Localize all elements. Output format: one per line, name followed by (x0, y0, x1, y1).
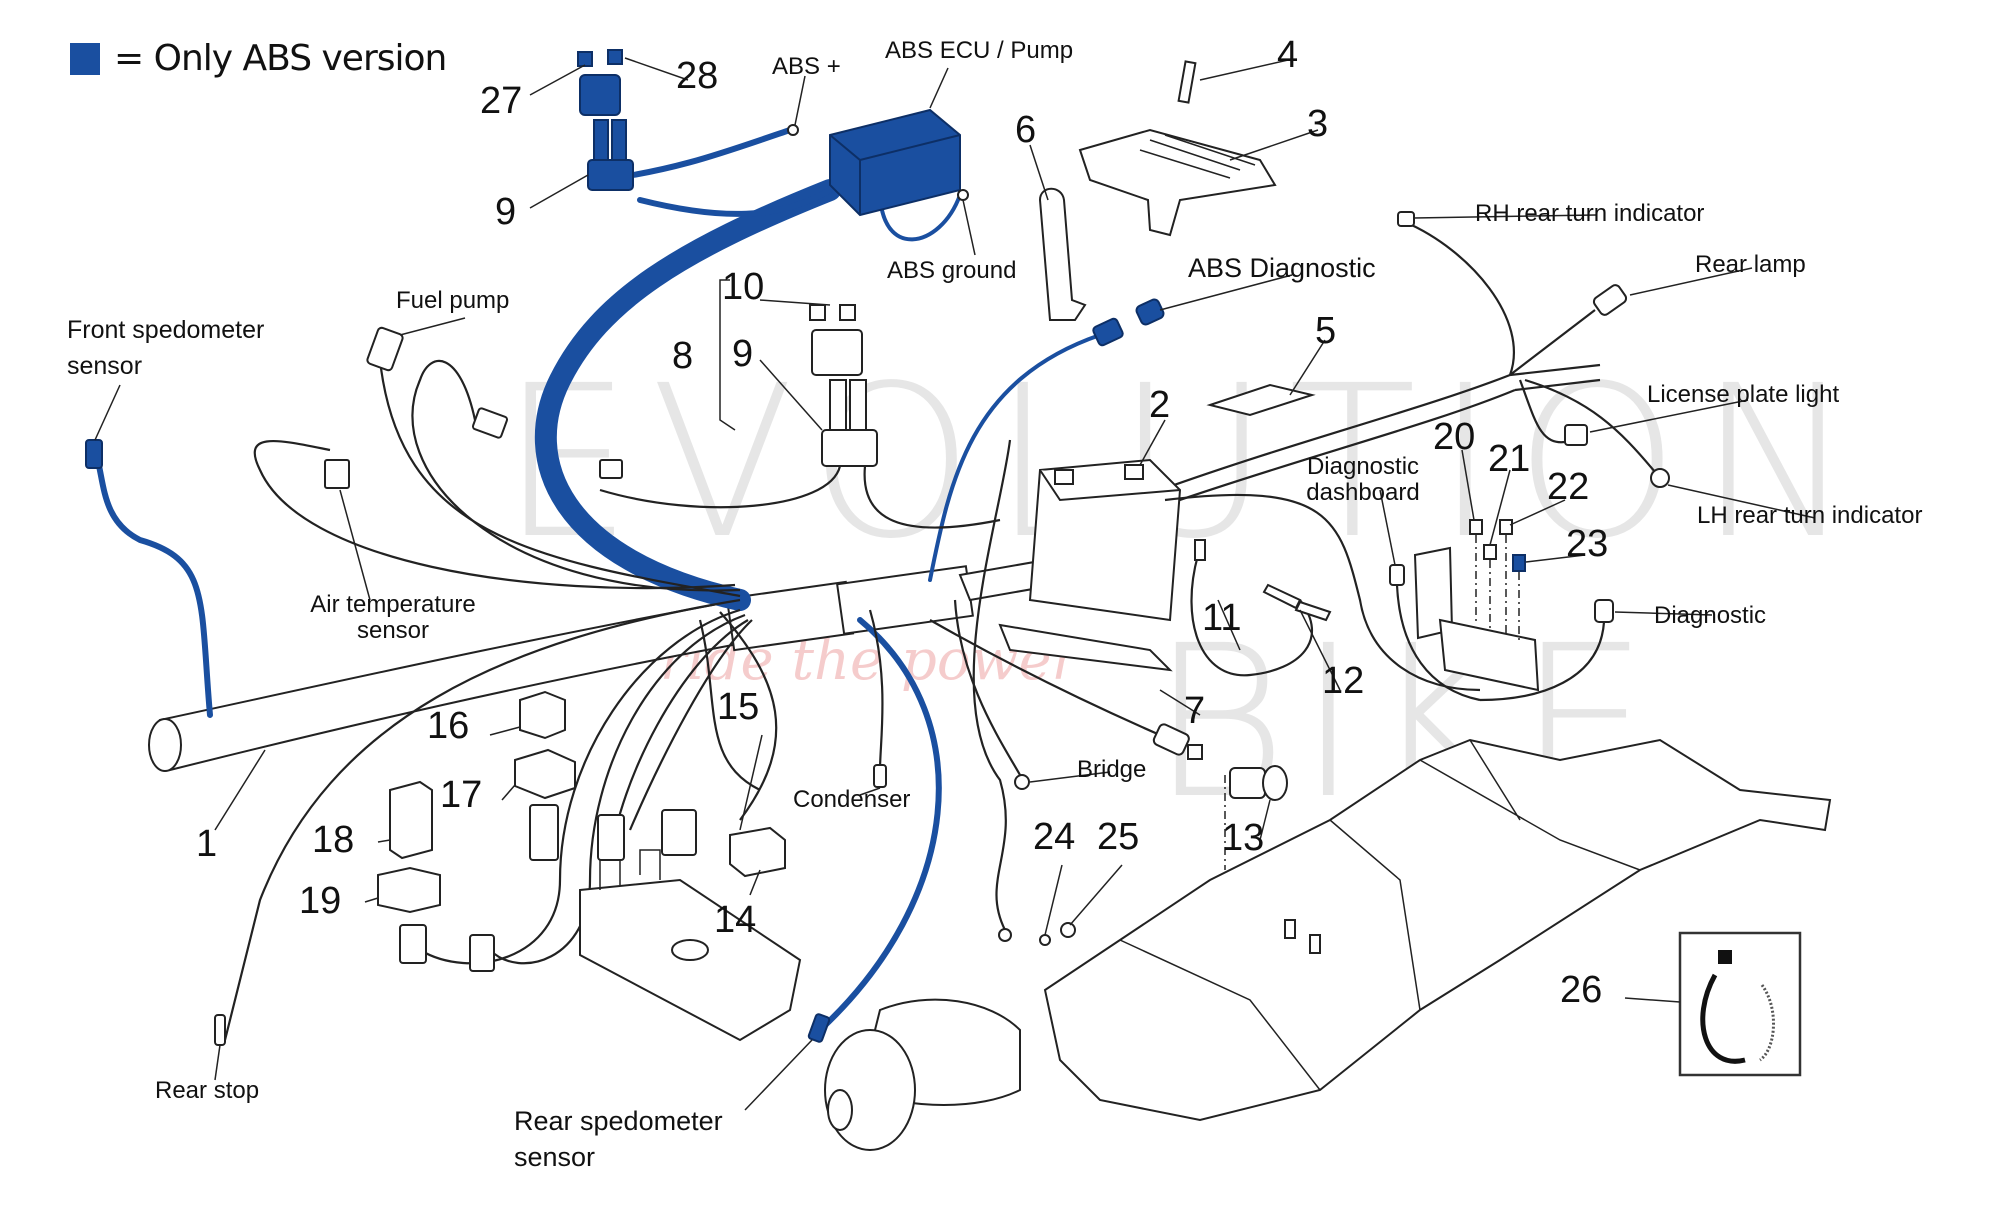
callout-3: 3 (1307, 103, 1329, 145)
rear-speedo-sensor (807, 1013, 831, 1043)
callout-6: 6 (1015, 109, 1037, 151)
relay-loom (223, 359, 778, 1041)
label-abs-plus: ABS + (772, 53, 841, 80)
ground-lead (972, 439, 1012, 931)
callout-26: 26 (1560, 969, 1603, 1011)
label-front-speedometer-sensor: Front spedometer sensor (67, 312, 264, 385)
callout-2: 2 (1149, 384, 1171, 426)
label-abs-ecu-pump: ABS ECU / Pump (885, 37, 1074, 64)
abs-ecu-pump (829, 108, 961, 217)
screw (1177, 60, 1197, 104)
callout-22: 22 (1547, 466, 1590, 508)
front-speedo-sensor (85, 439, 103, 469)
label-abs-diagnostic: ABS Diagnostic (1188, 253, 1376, 283)
abs-fuse-holder (577, 49, 634, 191)
rear-stop-connector (214, 1014, 226, 1046)
callout-7: 7 (1184, 690, 1206, 732)
label-air-temp-line2: sensor (356, 617, 430, 645)
label-front-speedometer-line1: Front spedometer (67, 316, 265, 344)
legend-text: = Only ABS version (114, 38, 447, 79)
callout-25: 25 (1097, 816, 1140, 858)
label-diagnostic: Diagnostic (1654, 602, 1767, 629)
abs-plus-terminal (787, 124, 799, 136)
connector (599, 459, 623, 479)
bridge-cable (953, 599, 1021, 776)
label-diagnostic-dashboard: Diagnostic dashboard (1298, 453, 1428, 507)
label-diagnostic-dashboard-line1: Diagnostic (1306, 453, 1420, 480)
watermark-brand: EVOLUTION (500, 340, 1873, 585)
cable-7 (929, 619, 1203, 760)
label-bridge: Bridge (1077, 756, 1147, 783)
rear-frame (1043, 738, 1832, 1122)
fuse-box (1164, 493, 1614, 702)
callout-17: 17 (440, 774, 483, 816)
label-air-temperature-sensor: Air temperature sensor (298, 591, 488, 645)
abs-legend-swatch (70, 42, 100, 75)
callout-9-center: 9 (732, 333, 754, 375)
condenser (873, 764, 887, 788)
label-diagnostic-dashboard-line2: dashboard (1306, 479, 1420, 507)
callout-24: 24 (1033, 816, 1076, 858)
label-condenser: Condenser (793, 786, 911, 813)
main-harness (148, 363, 1601, 772)
callout-23: 23 (1566, 523, 1609, 565)
label-card (1206, 383, 1316, 417)
label-rear-stop: Rear stop (155, 1077, 260, 1104)
power-socket (1224, 765, 1288, 870)
starter-motor (824, 998, 1021, 1151)
callout-16: 16 (427, 705, 470, 747)
condenser-wire (868, 609, 884, 771)
label-rear-speedometer-line2: sensor (514, 1142, 596, 1173)
washer (1039, 934, 1051, 946)
callout-5: 5 (1315, 310, 1337, 352)
legend: = Only ABS version (70, 38, 447, 79)
callout-10: 10 (722, 266, 765, 308)
nut (1060, 922, 1076, 938)
cable-tie-box (1678, 931, 1802, 1077)
label-abs-ground: ABS ground (887, 257, 1017, 284)
abs-diagnostic-connector (1092, 298, 1165, 347)
connector (471, 407, 509, 439)
callout-19: 19 (299, 880, 342, 922)
callout-20: 20 (1433, 416, 1476, 458)
callout-14: 14 (714, 899, 757, 941)
abs-ground-terminal (957, 189, 969, 201)
label-air-temp-line1: Air temperature (310, 591, 476, 618)
label-rear-lamp: Rear lamp (1695, 251, 1806, 278)
label-rear-speedometer-line1: Rear spedometer (514, 1106, 723, 1136)
label-rh-rear-turn-indicator: RH rear turn indicator (1475, 200, 1705, 227)
bridge-terminal (1014, 774, 1030, 790)
callout-27: 27 (480, 80, 523, 122)
relays (377, 690, 786, 972)
callout-8: 8 (672, 335, 694, 377)
battery (998, 458, 1182, 672)
callout-18: 18 (312, 819, 355, 861)
callout-21: 21 (1488, 438, 1531, 480)
callout-12: 12 (1322, 660, 1365, 702)
callout-13: 13 (1222, 817, 1265, 859)
voltage-regulator (579, 849, 802, 1042)
battery-strap (1038, 187, 1087, 321)
callout-1: 1 (196, 823, 218, 865)
callout-9: 9 (495, 191, 517, 233)
label-rear-speedometer-sensor: Rear spedometer sensor (514, 1103, 723, 1176)
abs-harness (92, 127, 1102, 1033)
fuse-holder-8 (599, 279, 1001, 529)
rear-lights-wiring (1397, 211, 1670, 488)
bracket (1078, 60, 1277, 237)
fuel-pump-connector (366, 326, 404, 372)
ground-cable (1190, 539, 1332, 677)
leader-lines (94, 57, 1816, 1111)
callout-15: 15 (717, 686, 760, 728)
callout-4: 4 (1277, 34, 1299, 76)
label-lh-rear-turn-indicator: LH rear turn indicator (1697, 502, 1923, 529)
callout-28: 28 (676, 55, 719, 97)
label-fuel-pump: Fuel pump (396, 287, 510, 314)
label-front-speedometer-line2: sensor (67, 352, 143, 381)
air-temp-sensor (324, 459, 350, 489)
label-license-plate-light: License plate light (1647, 381, 1840, 408)
callout-11: 11 (1202, 597, 1242, 639)
